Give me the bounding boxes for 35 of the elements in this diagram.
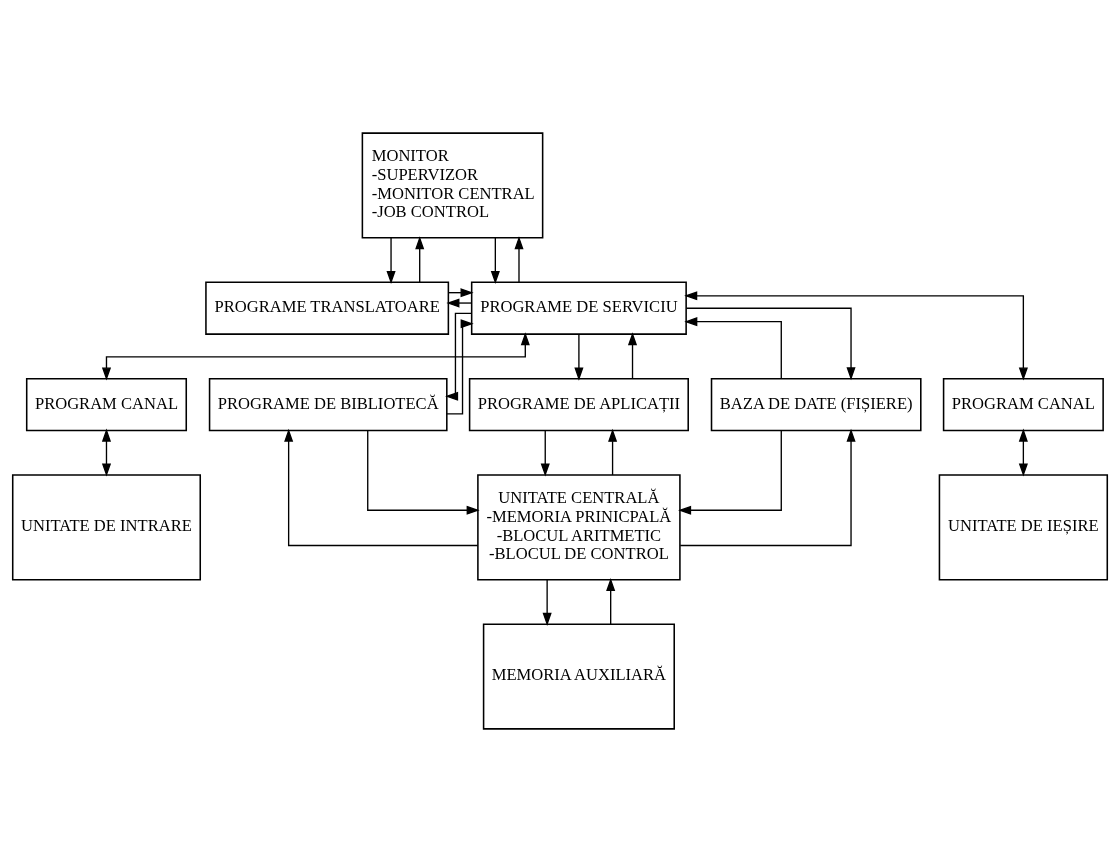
node-box: UNITATE DE IEȘIRE xyxy=(938,473,1109,580)
arrow xyxy=(684,290,1028,381)
arrow xyxy=(514,235,524,283)
arrow xyxy=(367,429,480,515)
node-box: PROGRAME DE SERVICIU xyxy=(470,281,687,335)
arrow xyxy=(678,429,782,515)
arrow xyxy=(101,428,112,477)
arrow xyxy=(684,316,782,379)
node-box: MONITOR -SUPERVIZOR -MONITOR CENTRAL -JOB CONTROL xyxy=(361,131,544,239)
arrow xyxy=(574,333,584,381)
arrow xyxy=(606,577,616,625)
node-box: MEMORIA AUXILIARĂ xyxy=(482,622,675,730)
arrow xyxy=(101,331,530,381)
node-box: BAZA DE DATE (FIȘIERE) xyxy=(710,377,922,431)
arrow xyxy=(446,297,473,308)
arrow xyxy=(284,428,479,546)
node-box: PROGRAME DE APLICAȚII xyxy=(468,377,689,431)
arrow xyxy=(490,236,500,284)
node-box: PROGRAM CANAL xyxy=(942,377,1104,431)
arrow xyxy=(542,578,552,626)
arrow xyxy=(608,428,618,476)
arrow xyxy=(627,331,638,379)
node-box: PROGRAME TRANSLATOARE xyxy=(205,281,450,335)
arrow xyxy=(679,428,856,546)
node-box: PROGRAME DE BIBLIOTECĂ xyxy=(208,377,448,431)
arrow xyxy=(445,312,473,401)
arrow xyxy=(685,307,856,380)
node-box: PROGRAM CANAL xyxy=(25,377,188,431)
arrow xyxy=(386,236,396,284)
arrow xyxy=(415,235,425,283)
arrow xyxy=(1018,428,1028,477)
node-box: UNITATE DE INTRARE xyxy=(11,473,201,580)
node-box: UNITATE CENTRALĂ -MEMORIA PRINICPALĂ -BLOCUL ARITMETIC -BLOCUL DE CONTROL xyxy=(477,473,681,580)
arrow xyxy=(446,318,474,415)
arrow xyxy=(540,429,550,477)
